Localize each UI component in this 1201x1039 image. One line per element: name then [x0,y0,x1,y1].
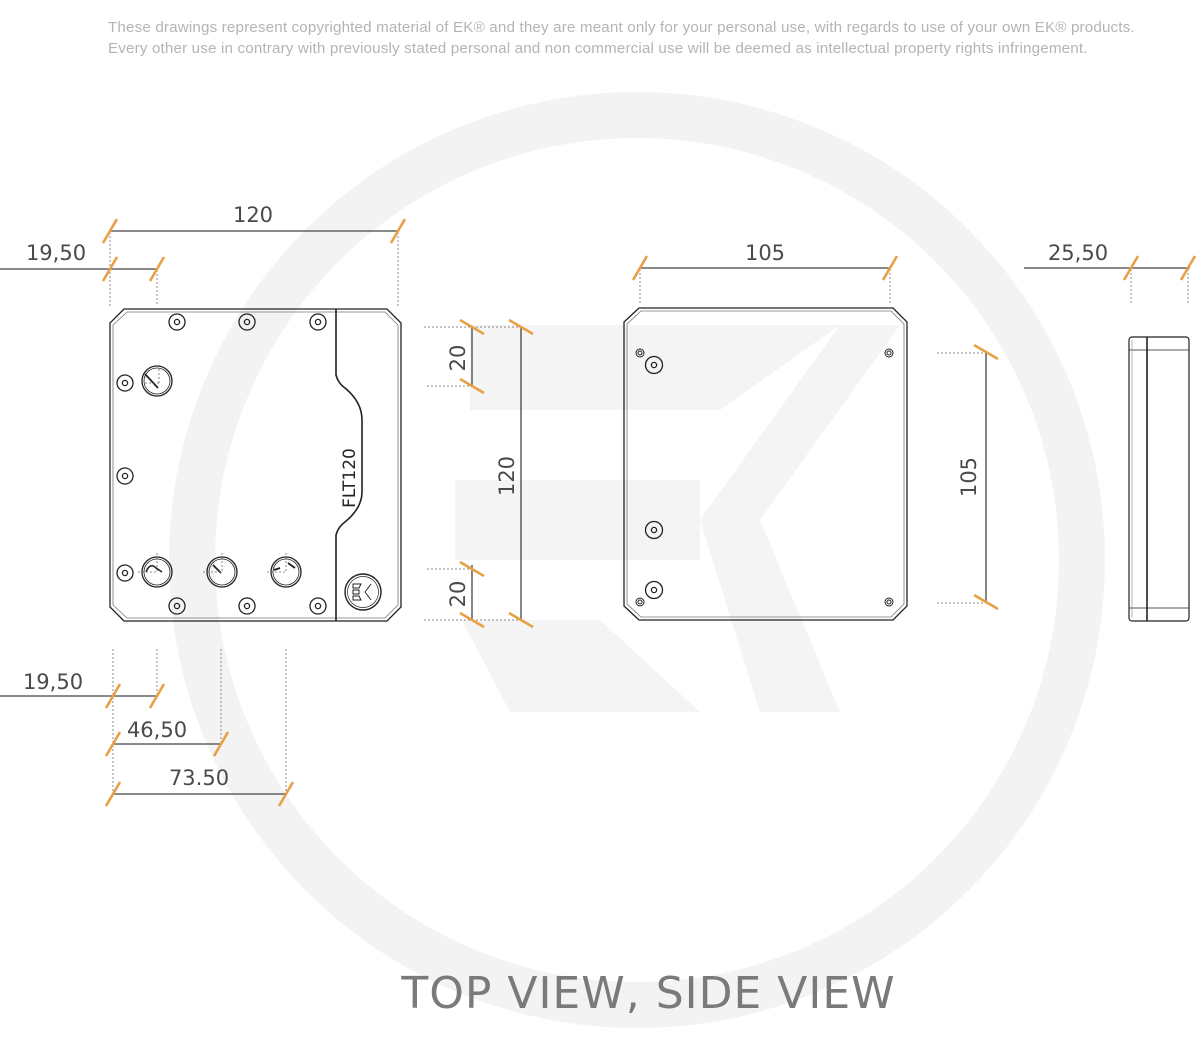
copyright-notice: These drawings represent copyrighted mat… [108,17,1198,59]
dim-port-offset-top: 19,50 [26,241,86,265]
ek-watermark [169,92,1105,1028]
screw-top-row [168,313,327,331]
front-view-side-dimensions [424,318,534,629]
dim-back-width-105: 105 [745,241,785,265]
back-view-dimensions [631,255,999,611]
dim-side-depth: 25,50 [1048,241,1108,265]
port-bottom-3 [267,553,302,588]
copyright-notice-line-2: Every other use in contrary with previou… [108,40,1088,57]
model-label: FLT120 [340,448,360,508]
back-view [623,307,908,621]
port-bottom-1 [138,553,173,588]
side-view [1128,336,1190,622]
dim-port-offset-bottom-2: 46,50 [127,718,187,742]
dim-width-120: 120 [233,203,273,227]
ek-logo-icon [344,573,382,611]
dim-port-offset-bottom-3: 73.50 [169,766,229,790]
dim-port-offset-bottom-1: 19,50 [23,670,83,694]
front-view [109,308,402,622]
port-top-left [141,365,173,397]
front-view-bottom-dimensions [0,649,295,807]
drawing-caption: TOP VIEW, SIDE VIEW [401,968,896,1019]
side-view-dimensions [1024,255,1197,305]
port-bottom-2 [203,553,238,588]
dim-top-margin-20: 20 [446,345,470,372]
dim-back-height-105: 105 [957,457,981,497]
front-view-top-dimensions [0,218,407,306]
dim-height-120: 120 [495,456,519,496]
dim-bottom-margin-20: 20 [446,581,470,608]
copyright-notice-line-1: These drawings represent copyrighted mat… [108,19,1135,36]
